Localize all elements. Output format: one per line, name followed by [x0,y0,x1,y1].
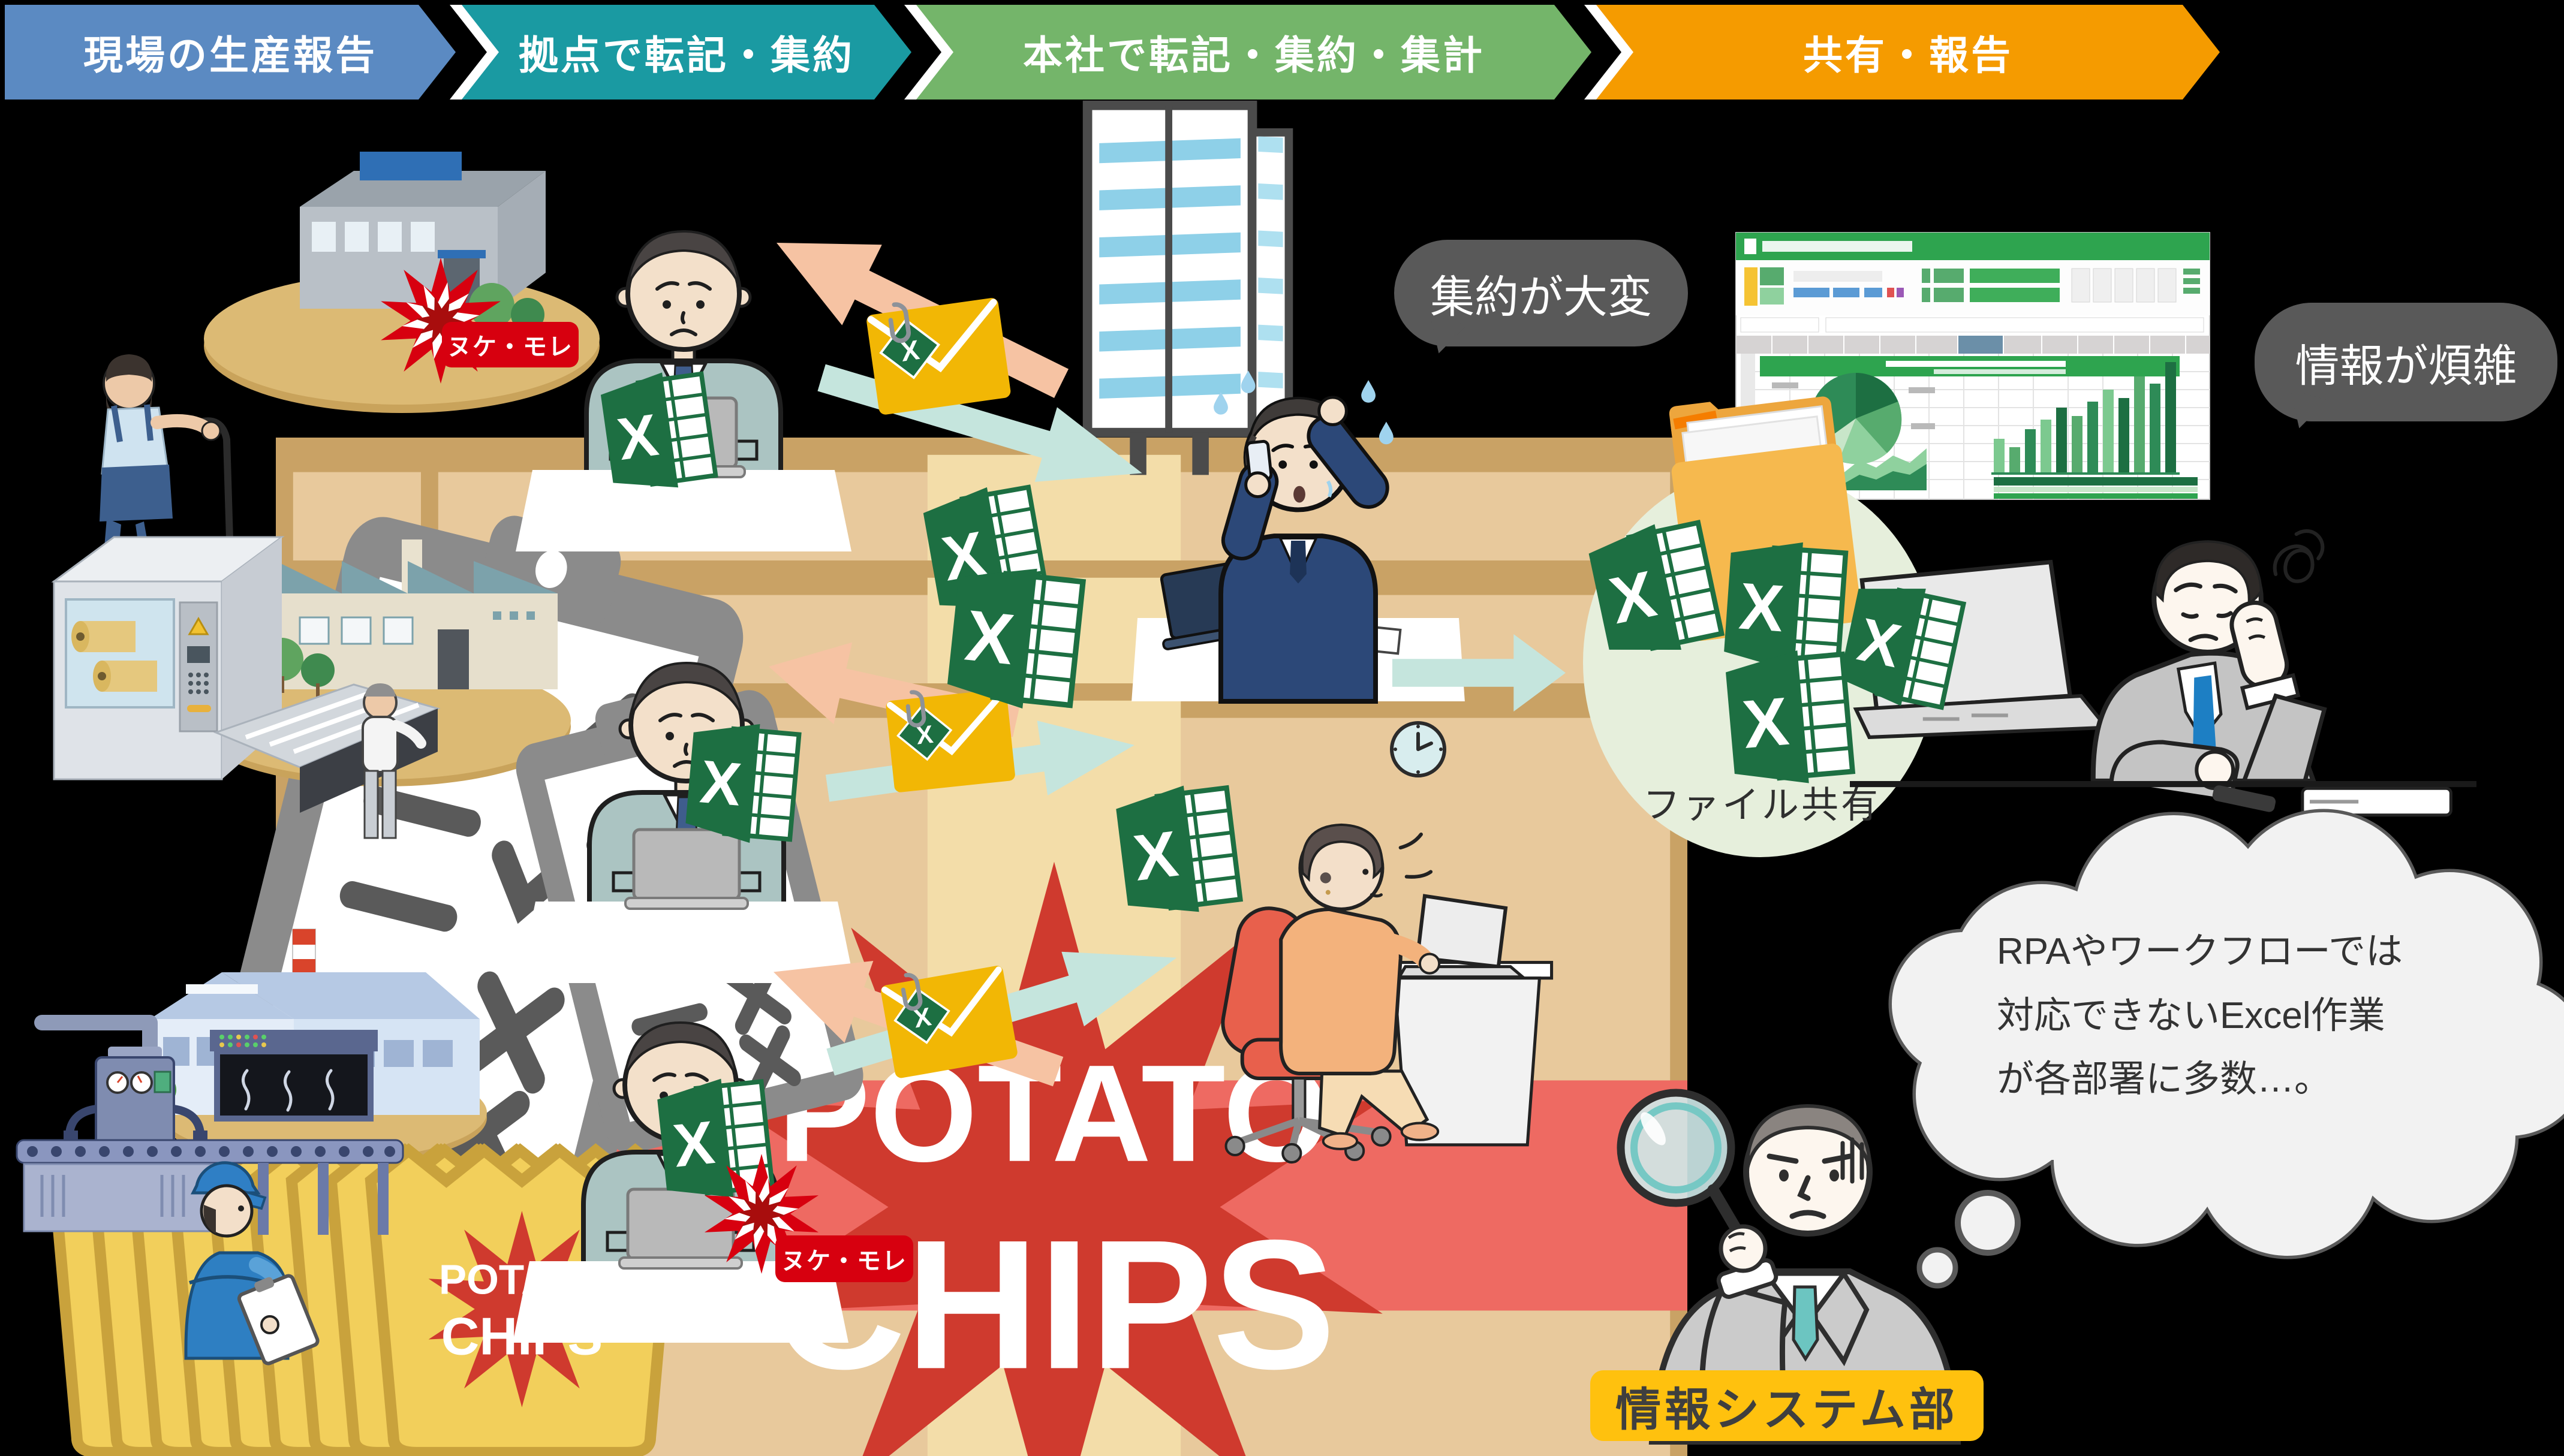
machine-operator [362,683,426,839]
scene-warehouse-shipping [74,152,594,746]
stress-lines [1840,1137,1864,1184]
process-step-3: 本社で転記・集約・集計 [916,5,1591,100]
process-step-1: 現場の生産報告 [5,5,456,100]
overtime-worker [1221,823,1554,1164]
clock-icon [1390,721,1446,777]
arm-on-head [1307,396,1389,509]
excel-icon-desk-1 [592,363,722,501]
heating-tunnel [210,1030,378,1122]
thought-text: RPAやワークフローでは 対応できないExcel作業 が各部署に多数…。 [1997,931,2403,1101]
excel-icon-incoming-2 [937,557,1090,718]
speech-bubble-cluttered-text: 情報が煩雑 [2295,340,2517,391]
data-table [1994,477,2198,499]
hq-staff-on-phone [1131,370,1465,704]
excel-icon-desk-2 [677,715,805,850]
bar-chart [1991,362,2180,475]
process-step-4-label: 共有・報告 [1803,33,2013,77]
magnifying-glass-icon [1617,1089,1747,1243]
department-label: 情報システム部 [1590,1370,1984,1441]
mail-envelope-3 [876,956,1022,1086]
file-share-label: ファイル共有 [1642,785,1880,826]
thought-tail-bubble [1916,1247,1958,1289]
process-step-4: 共有・報告 [1596,5,2220,100]
excel-icon-overtime [1106,777,1247,924]
conveyor-belt [16,1139,673,1452]
scene-processing-plant [51,536,570,899]
process-step-2-label: 拠点で転記・集約 [519,33,854,77]
thought-tail-bubble [1955,1190,2021,1256]
thought-cloud [1888,809,2564,1289]
speech-bubble-aggregation-text: 集約が大変 [1430,272,1652,322]
missing-label-2: ヌケ・モレ [775,1235,913,1282]
missing-label-1: ヌケ・モレ [442,322,579,367]
process-step-2: 拠点で転記・集約 [462,5,911,100]
headquarters-building [1082,100,1293,475]
mail-envelope-1 [862,288,1015,423]
frustration-scribble [2273,529,2325,583]
overtime-person [1279,823,1441,1150]
factory-building-1 [300,152,546,309]
packing-machine [51,536,441,813]
arm-holding-phone [1221,439,1279,560]
line-inspector [184,1161,320,1365]
sweat-drops [1214,370,1394,445]
excel-icon-shared-4 [1716,643,1858,793]
process-step-1-label: 現場の生産報告 [83,33,377,77]
process-step-3-label: 本社で転記・集約・集計 [1023,33,1485,77]
speech-bubble-cluttered: 情報が煩雑 [2255,303,2557,421]
scene-bagging-line [16,929,510,1433]
speech-bubble-aggregation: 集約が大変 [1394,240,1688,346]
